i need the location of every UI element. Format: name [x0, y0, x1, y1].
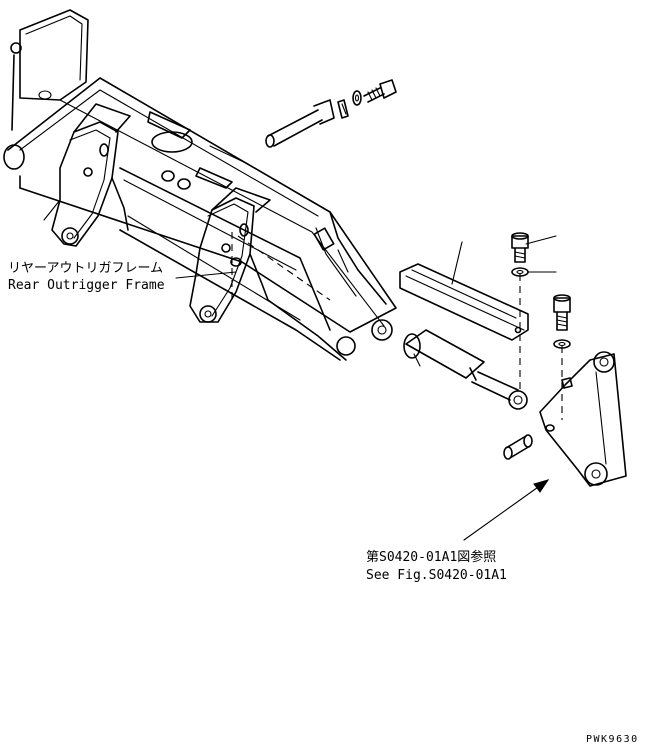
lock-plate — [337, 99, 349, 119]
drawing-code: PWK9630 — [586, 734, 639, 745]
bolt-top — [363, 79, 397, 103]
frame-label-jp: リヤーアウトリガフレーム — [8, 261, 163, 276]
leader-lines — [175, 235, 557, 541]
link-arm — [539, 351, 627, 487]
bolt-right-upper — [511, 232, 529, 263]
cylinder-cover — [399, 263, 529, 341]
pin-small — [503, 434, 533, 460]
washer-top — [352, 90, 362, 106]
rear-outrigger-frame — [3, 9, 397, 361]
reference-label-en: See Fig.S0420-01A1 — [366, 568, 507, 583]
frame-label-en: Rear Outrigger Frame — [8, 278, 165, 293]
pin-top — [265, 99, 335, 148]
reference-label-jp: 第S0420-01A1図参照 — [366, 549, 496, 565]
cylinder — [403, 329, 528, 410]
bolt-right-lower — [553, 294, 571, 331]
